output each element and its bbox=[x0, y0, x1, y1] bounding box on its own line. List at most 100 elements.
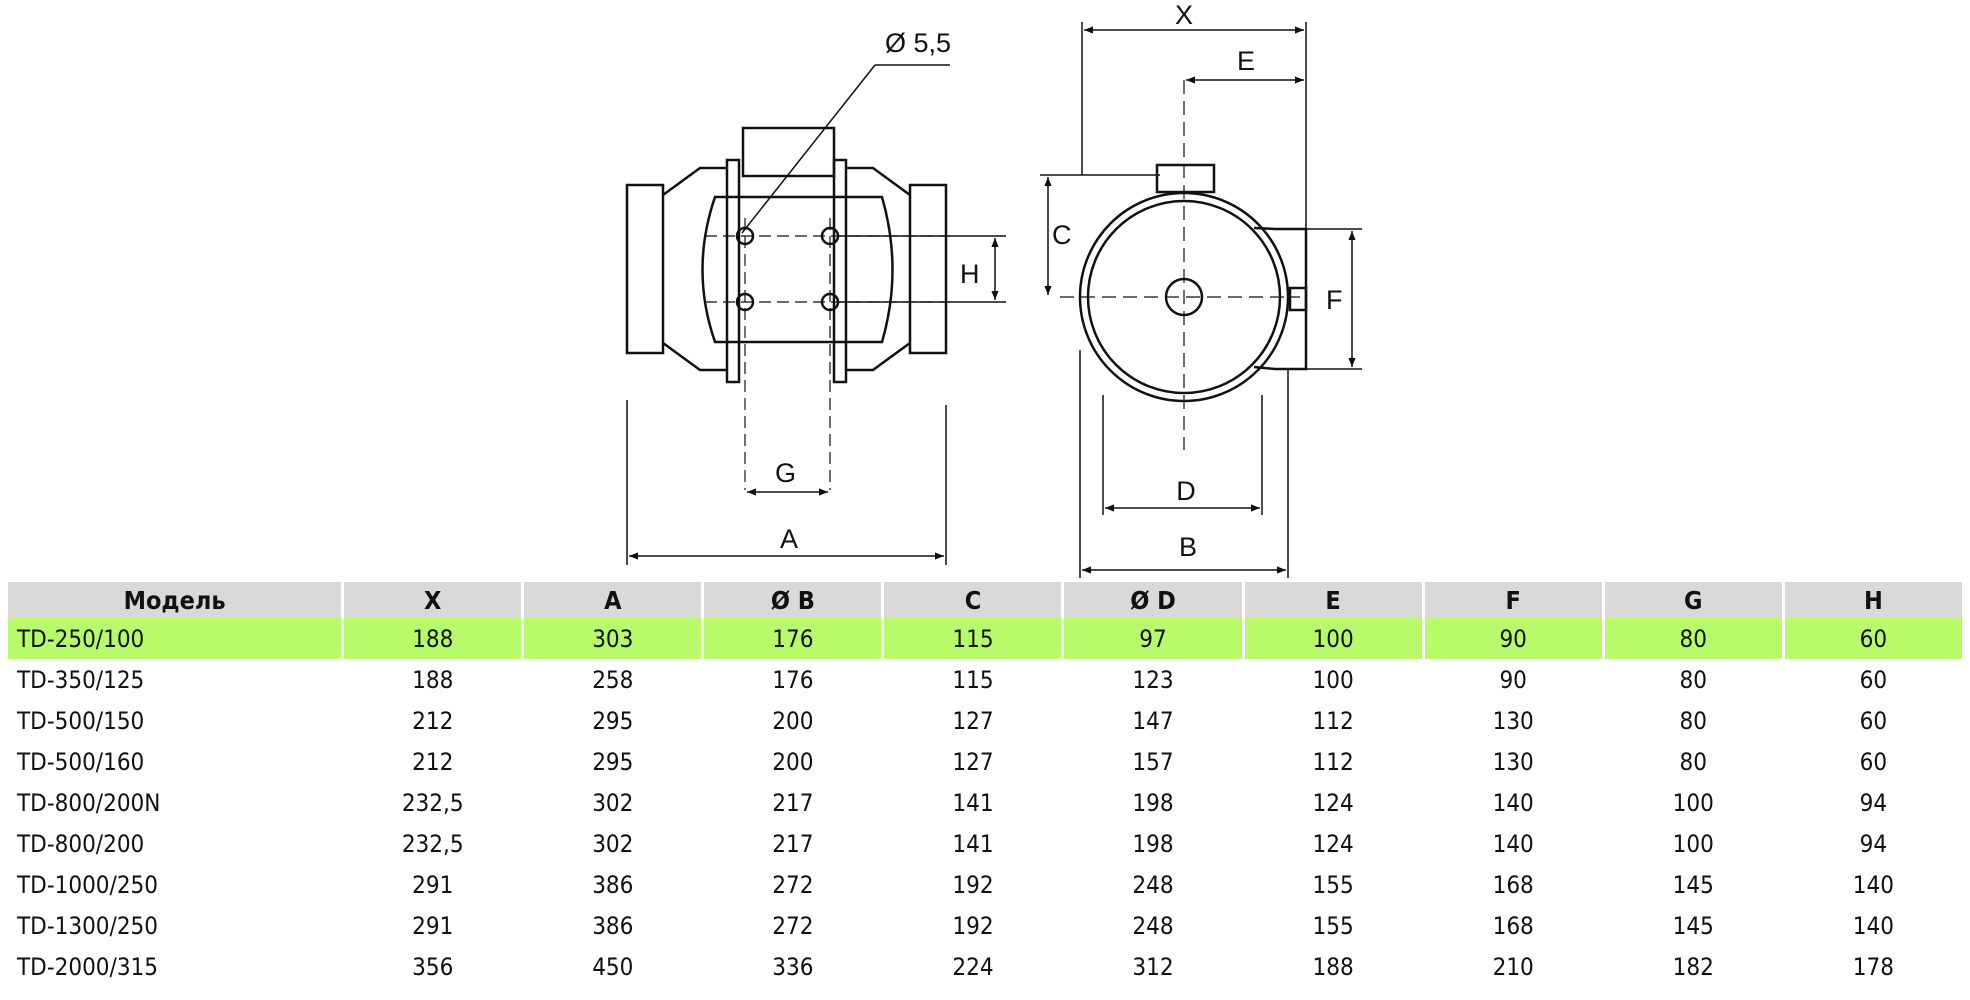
header-model: Модель bbox=[8, 582, 342, 618]
value-cell: 248 bbox=[1132, 870, 1174, 899]
model-cell: TD-800/200 bbox=[17, 829, 145, 858]
value-cell: 115 bbox=[884, 618, 1062, 659]
value-cell: 60 bbox=[1784, 618, 1962, 659]
dim-label-a: A bbox=[780, 524, 798, 554]
value-cell: 140 bbox=[1492, 788, 1534, 817]
dim-label-d: D bbox=[1176, 476, 1196, 506]
value-cell: 450 bbox=[592, 952, 634, 981]
header-e: E bbox=[1244, 582, 1422, 618]
model-cell: TD-2000/315 bbox=[17, 952, 159, 981]
value-cell: 192 bbox=[952, 911, 994, 940]
value-cell: 212 bbox=[412, 706, 454, 735]
value-cell: 217 bbox=[772, 788, 814, 817]
value-cell: 100 bbox=[1244, 618, 1422, 659]
value-cell: 90 bbox=[1499, 665, 1527, 694]
value-cell: 157 bbox=[1132, 747, 1174, 776]
value-cell: 182 bbox=[1672, 952, 1714, 981]
value-cell: 295 bbox=[592, 706, 634, 735]
value-cell: 80 bbox=[1604, 618, 1782, 659]
model-cell: TD-1300/250 bbox=[17, 911, 159, 940]
value-cell: 112 bbox=[1312, 747, 1354, 776]
value-cell: 155 bbox=[1312, 911, 1354, 940]
value-cell: 112 bbox=[1312, 706, 1354, 735]
value-cell: 168 bbox=[1492, 911, 1534, 940]
dim-label-f: F bbox=[1326, 285, 1343, 315]
value-cell: 97 bbox=[1064, 618, 1242, 659]
value-cell: 188 bbox=[344, 618, 522, 659]
dim-label-g: G bbox=[775, 458, 796, 488]
value-cell: 386 bbox=[592, 911, 634, 940]
value-cell: 100 bbox=[1672, 829, 1714, 858]
technical-drawing: Ø 5,5 H G A X E C F D B bbox=[625, 0, 1362, 578]
header-x: X bbox=[344, 582, 522, 618]
value-cell: 130 bbox=[1492, 706, 1534, 735]
value-cell: 295 bbox=[592, 747, 634, 776]
value-cell: 198 bbox=[1132, 788, 1174, 817]
value-cell: 232,5 bbox=[401, 788, 464, 817]
value-cell: 178 bbox=[1852, 952, 1894, 981]
header-g: G bbox=[1604, 582, 1782, 618]
value-cell: 147 bbox=[1132, 706, 1174, 735]
model-cell: TD-500/160 bbox=[17, 747, 145, 776]
value-cell: 272 bbox=[772, 870, 814, 899]
value-cell: 155 bbox=[1312, 870, 1354, 899]
value-cell: 232,5 bbox=[401, 829, 464, 858]
value-cell: 200 bbox=[772, 706, 814, 735]
value-cell: 258 bbox=[592, 665, 634, 694]
value-cell: 217 bbox=[772, 829, 814, 858]
header-d: Ø D bbox=[1064, 582, 1242, 618]
model-cell: TD-800/200N bbox=[17, 788, 161, 817]
front-view-centerlines bbox=[1060, 80, 1300, 450]
model-cell: TD-1000/250 bbox=[17, 870, 159, 899]
value-cell: 80 bbox=[1679, 665, 1707, 694]
side-view bbox=[625, 126, 948, 384]
header-f: F bbox=[1424, 582, 1602, 618]
model-cell: TD-350/125 bbox=[17, 665, 145, 694]
value-cell: 94 bbox=[1859, 829, 1888, 858]
value-cell: 303 bbox=[524, 618, 702, 659]
value-cell: 210 bbox=[1492, 952, 1534, 981]
front-view bbox=[1078, 163, 1308, 403]
header-b: Ø B bbox=[704, 582, 882, 618]
header-h: H bbox=[1784, 582, 1962, 618]
value-cell: 127 bbox=[952, 747, 994, 776]
value-cell: 356 bbox=[412, 952, 454, 981]
value-cell: 291 bbox=[412, 911, 454, 940]
value-cell: 140 bbox=[1852, 870, 1894, 899]
value-cell: 124 bbox=[1312, 788, 1354, 817]
value-cell: 124 bbox=[1312, 829, 1354, 858]
value-cell: 60 bbox=[1859, 706, 1888, 735]
value-cell: 80 bbox=[1679, 706, 1707, 735]
dim-label-b: B bbox=[1179, 532, 1197, 562]
value-cell: 141 bbox=[952, 788, 994, 817]
value-cell: 80 bbox=[1679, 747, 1707, 776]
value-cell: 212 bbox=[412, 747, 454, 776]
value-cell: 145 bbox=[1672, 870, 1714, 899]
value-cell: 291 bbox=[412, 870, 454, 899]
dim-label-c: C bbox=[1052, 220, 1072, 250]
value-cell: 140 bbox=[1492, 829, 1534, 858]
value-cell: 123 bbox=[1132, 665, 1174, 694]
value-cell: 60 bbox=[1859, 665, 1888, 694]
value-cell: 272 bbox=[772, 911, 814, 940]
side-view-dimensions bbox=[626, 64, 1006, 565]
value-cell: 188 bbox=[412, 665, 454, 694]
value-cell: 200 bbox=[772, 747, 814, 776]
value-cell: 198 bbox=[1132, 829, 1174, 858]
hole-diameter-label: Ø 5,5 bbox=[885, 28, 951, 58]
value-cell: 302 bbox=[592, 788, 634, 817]
value-cell: 176 bbox=[704, 618, 882, 659]
value-cell: 248 bbox=[1132, 911, 1174, 940]
header-a: A bbox=[524, 582, 702, 618]
value-cell: 336 bbox=[772, 952, 814, 981]
header-c: C bbox=[884, 582, 1062, 618]
value-cell: 168 bbox=[1492, 870, 1534, 899]
front-view-dimensions bbox=[1040, 22, 1362, 578]
value-cell: 176 bbox=[772, 665, 814, 694]
value-cell: 312 bbox=[1132, 952, 1174, 981]
